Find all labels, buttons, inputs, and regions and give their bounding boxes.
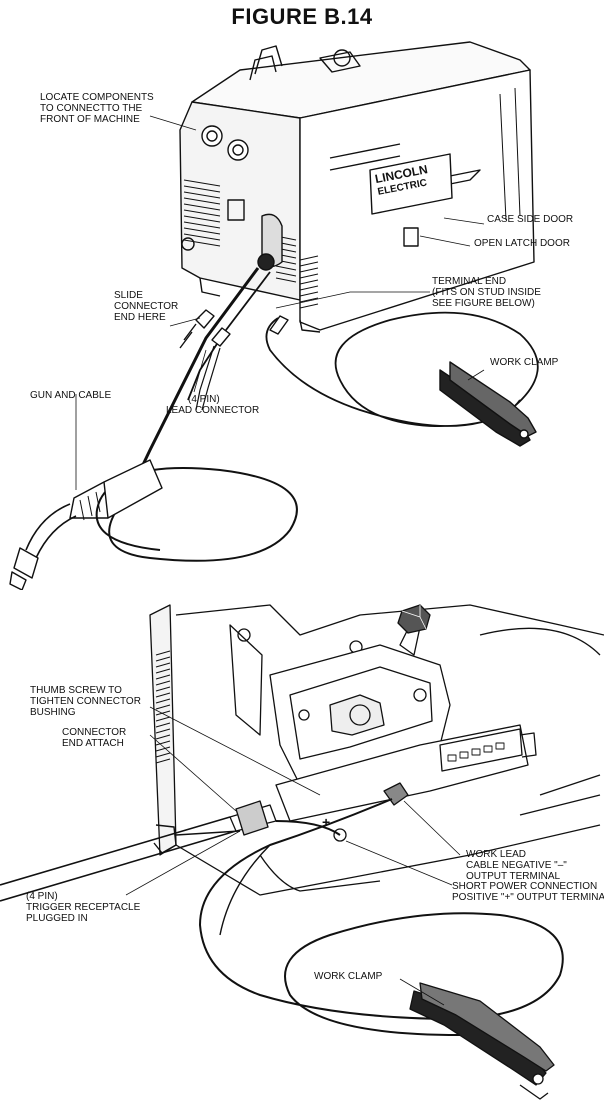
label-line: END ATTACH <box>62 738 124 749</box>
positive-polarity-mark: + <box>322 814 330 830</box>
label-line: TO CONNECTTO THE <box>40 103 143 114</box>
label-line: CONNECTOR <box>62 727 127 738</box>
label-line: SEE FIGURE BELOW) <box>432 298 535 309</box>
label-line: THUMB SCREW TO <box>30 685 122 696</box>
terminal-detail-drawing: + <box>0 604 604 1100</box>
label-line: SHORT POWER CONNECTION <box>452 881 598 892</box>
work-cable-top <box>265 311 539 428</box>
label-slide-connector: SLIDE CONNECTOR END HERE <box>114 290 178 323</box>
label-line: POSITIVE "+" OUTPUT TERMINAL <box>452 892 604 903</box>
label-line: FRONT OF MACHINE <box>40 114 140 125</box>
label-case-side-door: CASE SIDE DOOR <box>487 214 573 225</box>
label-line: CASE SIDE DOOR <box>487 214 574 225</box>
label-line: SLIDE <box>114 290 143 301</box>
label-line: TIGHTEN CONNECTOR <box>30 696 141 707</box>
label-line: (FITS ON STUD INSIDE <box>432 287 541 298</box>
label-work-lead: WORK LEAD CABLE NEGATIVE "–" OUTPUT TERM… <box>466 849 567 882</box>
label-terminal-end: TERMINAL END (FITS ON STUD INSIDE SEE FI… <box>432 276 541 309</box>
label-trigger-receptacle: (4 PIN) TRIGGER RECEPTACLE PLUGGED IN <box>26 891 140 924</box>
label-line: PLUGGED IN <box>26 913 88 924</box>
label-line: CONNECTOR <box>114 301 179 312</box>
label-line: TERMINAL END <box>432 276 507 287</box>
knob-left <box>201 125 223 147</box>
gun-loop <box>95 467 298 562</box>
label-work-clamp-bottom: WORK CLAMP <box>314 971 382 982</box>
latch-door <box>403 227 419 247</box>
gun-handle <box>103 459 163 519</box>
label-line: OPEN LATCH DOOR <box>474 238 570 249</box>
label-connector-end-attach: CONNECTOR END ATTACH <box>62 727 126 749</box>
label-open-latch-door: OPEN LATCH DOOR <box>474 238 570 249</box>
work-lead-bottom <box>199 798 564 1036</box>
label-line: WORK LEAD <box>466 849 527 860</box>
label-line: OUTPUT TERMINAL <box>466 871 561 882</box>
label-thumb-screw: THUMB SCREW TO TIGHTEN CONNECTOR BUSHING <box>30 685 141 718</box>
connector-end <box>235 800 269 836</box>
handle <box>249 45 283 81</box>
label-line: TRIGGER RECEPTACLE <box>26 902 141 913</box>
label-line: WORK CLAMP <box>490 357 559 368</box>
label-line: BUSHING <box>30 707 76 718</box>
label-lead-connector: (4 PIN) LEAD CONNECTOR <box>166 394 259 416</box>
bottom-illustration: + THUMB SCREW TO TIGHTEN CONNECTOR BUSHI… <box>0 595 604 1120</box>
label-line: (4 PIN) <box>26 891 58 902</box>
label-gun-and-cable: GUN AND CABLE <box>30 390 111 401</box>
label-line: END HERE <box>114 312 166 323</box>
logo-plate <box>369 153 453 215</box>
machine-front <box>179 101 301 301</box>
label-line: LOCATE COMPONENTS <box>40 92 154 103</box>
label-short-power-connection: SHORT POWER CONNECTION POSITIVE "+" OUTP… <box>452 881 604 903</box>
label-work-clamp-top: WORK CLAMP <box>490 357 558 368</box>
label-line: CABLE NEGATIVE "–" <box>466 860 567 871</box>
knob-right <box>227 139 249 161</box>
pin-connector-top <box>211 327 231 347</box>
top-illustration: LINCOLN ELECTRIC LOCATE COMPONENTS TO CO… <box>0 30 604 590</box>
label-line: (4 PIN) <box>188 394 220 405</box>
label-line: WORK CLAMP <box>314 971 383 982</box>
welder-front-drawing <box>9 41 539 590</box>
label-line: LEAD CONNECTOR <box>166 405 260 416</box>
label-locate-components: LOCATE COMPONENTS TO CONNECTTO THE FRONT… <box>40 92 154 125</box>
machine-wall <box>149 604 177 856</box>
figure-title: FIGURE B.14 <box>231 4 373 29</box>
gun-cable-bottom <box>0 816 237 902</box>
gun-neck <box>25 503 77 559</box>
label-line: GUN AND CABLE <box>30 390 112 401</box>
slide-connector <box>195 309 215 329</box>
